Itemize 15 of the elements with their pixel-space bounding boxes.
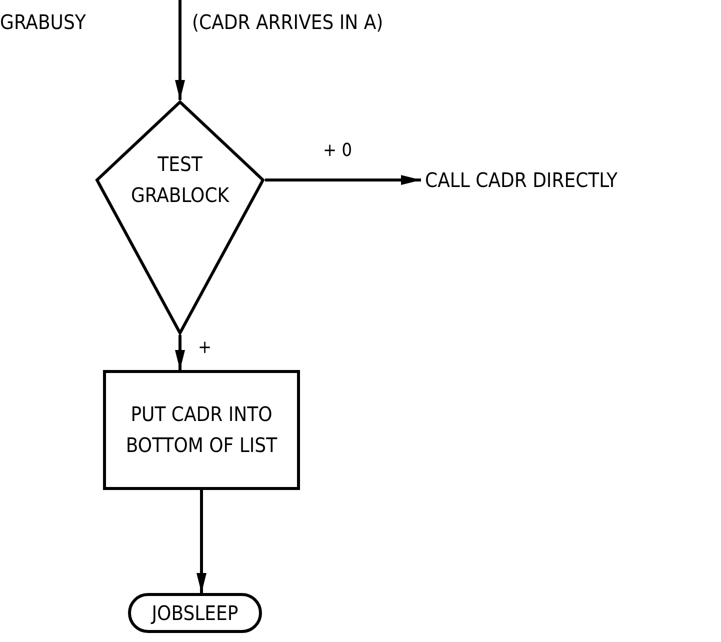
- arrow: [196, 490, 206, 593]
- edge-label: +: [198, 337, 212, 358]
- process-box: [103, 370, 300, 490]
- entry-label: (CADR ARRIVES IN A): [192, 10, 384, 34]
- node-text: PUT CADR INTO BOTTOM OF LIST: [124, 401, 278, 459]
- node-text: TEST GRABLOCK: [130, 151, 230, 209]
- node-text: JOBSLEEP: [152, 600, 238, 626]
- terminal-box: [128, 593, 262, 633]
- arrow: [265, 175, 421, 185]
- edge-label: + 0: [323, 140, 352, 161]
- decision-diamond: [95, 100, 265, 335]
- arrow: [175, 335, 185, 370]
- node-text: CALL CADR DIRECTLY: [425, 166, 618, 194]
- entry-label: GRABUSY: [0, 10, 86, 34]
- arrow: [175, 0, 185, 100]
